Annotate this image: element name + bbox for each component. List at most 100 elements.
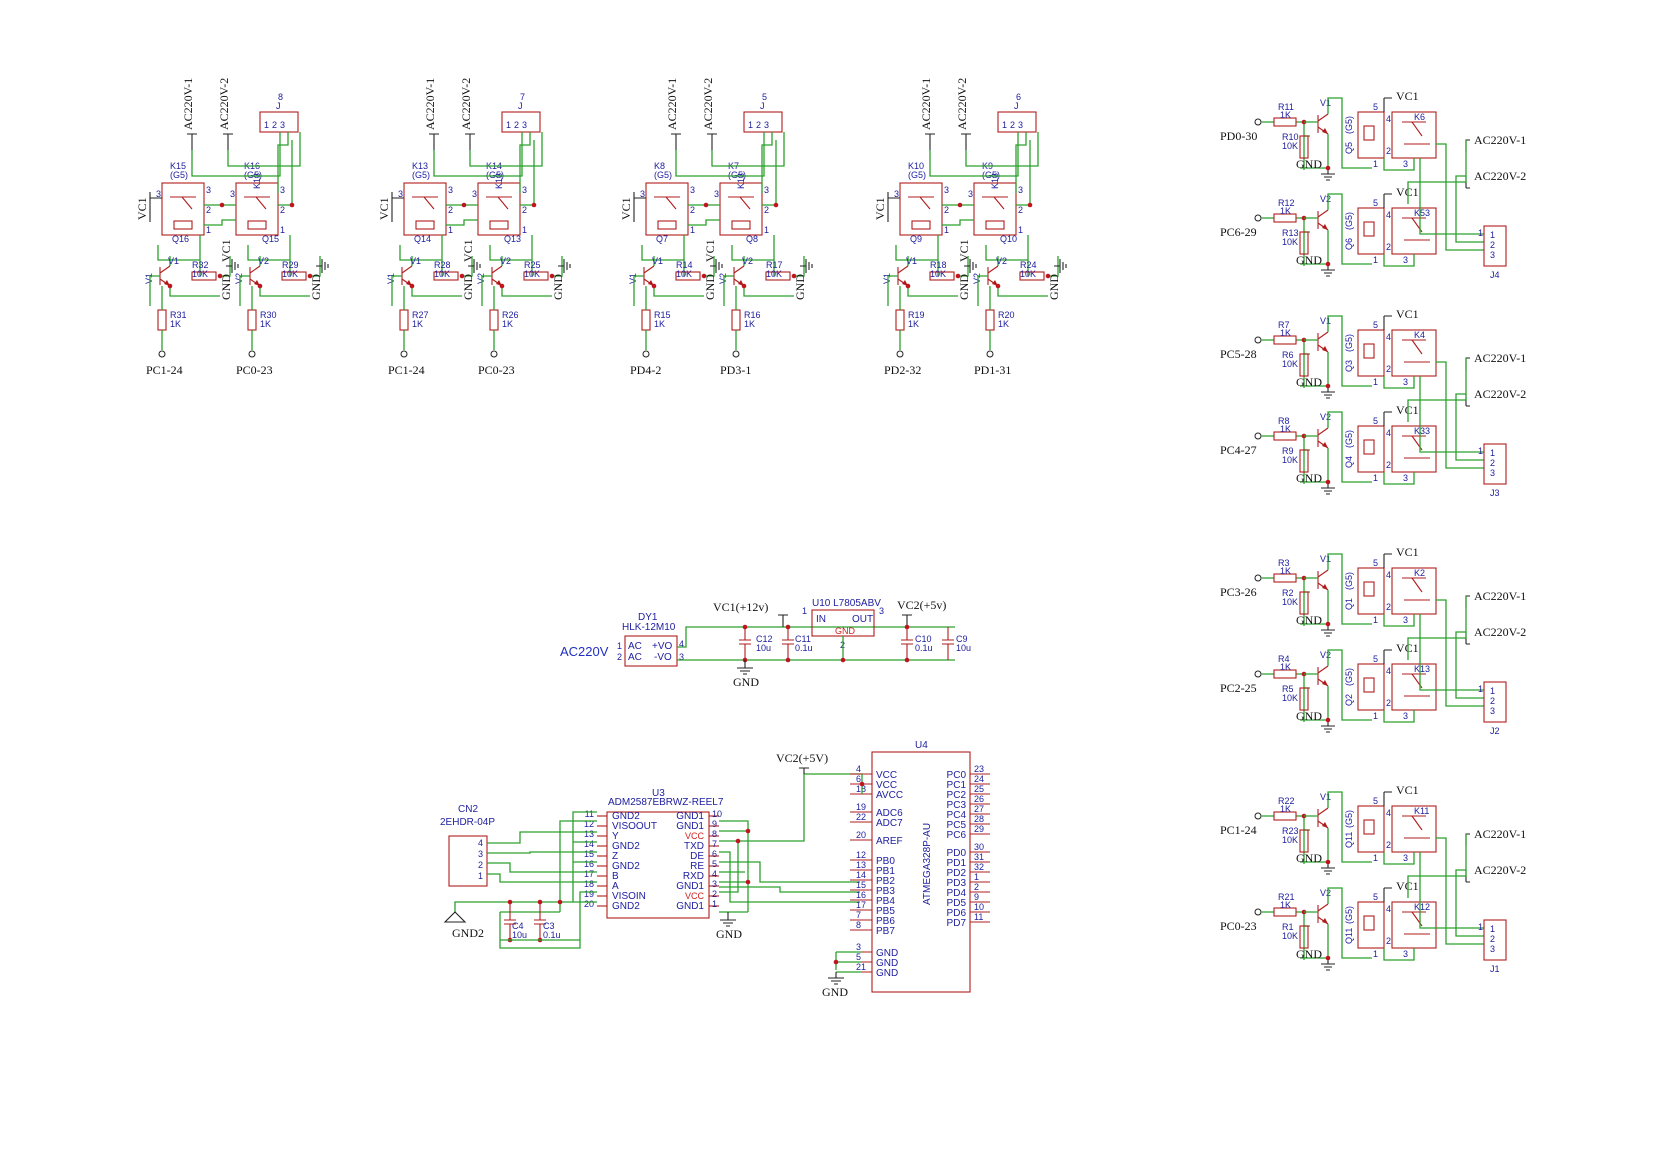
u3-left-pin-num: 11 [585,809,594,819]
gnd-label-b: GND [793,274,807,300]
right-q-b: Q4 [1344,456,1354,468]
right-resistor-b2 [1299,231,1309,255]
j-name: J [760,101,765,111]
right-q-pin5-a: 5 [1373,320,1378,330]
right-ac2: AC220V-2 [1474,387,1526,401]
right-opto-b [1357,207,1385,255]
right-resistor-b1 [1273,669,1297,679]
right-gnd-symbol-b [1321,482,1335,495]
u4-left-pin-num: 17 [856,900,866,910]
u3-right-pin-num: 5 [712,859,717,869]
right-rb1-ref: R4 [1278,654,1290,664]
right-vc1-a: VC1 [1396,783,1419,797]
j-pin2: 2 [756,120,761,130]
right-k-pin4-a: 4 [1386,808,1391,818]
r-b1-val: 10K [524,269,540,279]
right-k-b: K12 [1414,902,1430,912]
right-ra2-ref: R2 [1282,588,1294,598]
svg-text:C10: C10 [915,634,932,644]
right-j-pin1-ext: 1 [1478,446,1483,456]
right-q-pin5-a: 5 [1373,796,1378,806]
resistor-b1 [1019,271,1045,281]
right-v-b: V2 [1320,194,1331,204]
relay-pin4: 3 [714,189,719,199]
right-q-pin5-b: 5 [1373,892,1378,902]
right-opto-b [1357,901,1385,949]
relay-pin1: 1 [690,225,695,235]
relay-ka-ref: K15 [170,161,186,171]
right-resistor-b1 [1273,907,1297,917]
j-connector [259,111,299,133]
wire-re-rxd [719,871,860,893]
wire-vcc-u3 [719,773,862,842]
u4-right-pin-name: PD1 [947,858,967,869]
u4-left-pin-num: 20 [856,830,866,840]
power-supply-section: DY1 HLK-12M10 AC AC +VO -VO 1 2 4 3 AC22… [560,598,971,689]
u10-pin3: 3 [879,606,884,616]
u4-right-pin-name: PD3 [947,878,967,889]
u3-part: ADM2587EBRWZ-REEL7 [608,797,724,808]
relay-k13-inner: K13 [494,173,504,189]
right-ac2: AC220V-2 [1474,625,1526,639]
right-j-pin1-ext: 1 [1478,684,1483,694]
net-label-a: PC1-24 [388,363,425,377]
svg-text:C4: C4 [512,921,524,931]
relay-coil [911,220,931,230]
right-q-pin5-a: 5 [1373,102,1378,112]
relay-kb-g5: (G5) [982,170,1000,180]
wire-cn2-z [487,851,597,854]
relay-coil [173,220,193,230]
resistor-a2 [157,309,167,331]
relay-kb [973,182,1017,236]
relay-kb [719,182,763,236]
cap-c9: C9 10u [942,627,971,660]
right-k-pin4-a: 4 [1386,332,1391,342]
dy1-module [624,635,678,667]
u3-right-pin-name: RE [690,861,704,872]
right-q-a: Q1 [1344,598,1354,610]
cn2-pin3: 3 [478,849,483,859]
u3-left-pin-num: 15 [584,849,594,859]
u3-left-pin-name: Z [612,851,618,862]
u4-right-pin-num: 25 [974,784,984,794]
wire-cn2-y [487,831,597,844]
u3-right-pin-num: 9 [712,819,717,829]
u4-gnd-label: GND [822,985,848,999]
relay-pin1: 1 [522,225,527,235]
right-q-g5-a: (G5) [1344,334,1354,352]
right-k-pin3-a: 3 [1403,853,1408,863]
u4-left-pin-num: 14 [856,870,866,880]
cn2-pin4: 4 [478,838,483,848]
right-v-a: V1 [1320,98,1331,108]
relay-pin4: 3 [472,189,477,199]
u3-right-pin-name: DE [690,851,704,862]
wire-de [719,861,860,883]
right-k-pin2-a: 2 [1386,602,1391,612]
right-module-4: PC1-24R221KR2310KV1GNDQ11(G5)51K11432VC1… [1220,783,1526,974]
u3-left-pin-name: GND2 [612,901,640,912]
right-opto-a [1357,805,1385,853]
u3-left-pin-name: GND2 [612,861,640,872]
dy1-pinnum-2: 2 [617,652,622,662]
r-a1-ref: R14 [676,260,693,270]
q-ref-b: Q15 [262,234,279,244]
svg-text:C12: C12 [756,634,773,644]
vc1-label-b: VC1 [957,239,971,262]
j-pin1: 1 [506,120,511,130]
right-k-b: K53 [1414,208,1430,218]
r-b2-ref: R30 [260,310,277,320]
cap-c4: C4 10u [504,902,527,940]
u4-left-pin-num: 22 [856,812,866,822]
u4-left-pin-num: 16 [856,890,866,900]
right-k-pin4-b: 4 [1386,428,1391,438]
right-ra1-val: 1K [1280,110,1291,120]
r-b1-ref: R24 [1020,260,1037,270]
right-vc1-a: VC1 [1396,307,1419,321]
ac220v-1-label: AC220V-1 [919,78,933,130]
right-q-pin1-b: 1 [1373,255,1378,265]
j-pin1: 1 [1002,120,1007,130]
resistor-a1 [433,271,459,281]
gnd-label-a: GND [957,274,971,300]
u4-right-pin-num: 11 [974,912,983,922]
